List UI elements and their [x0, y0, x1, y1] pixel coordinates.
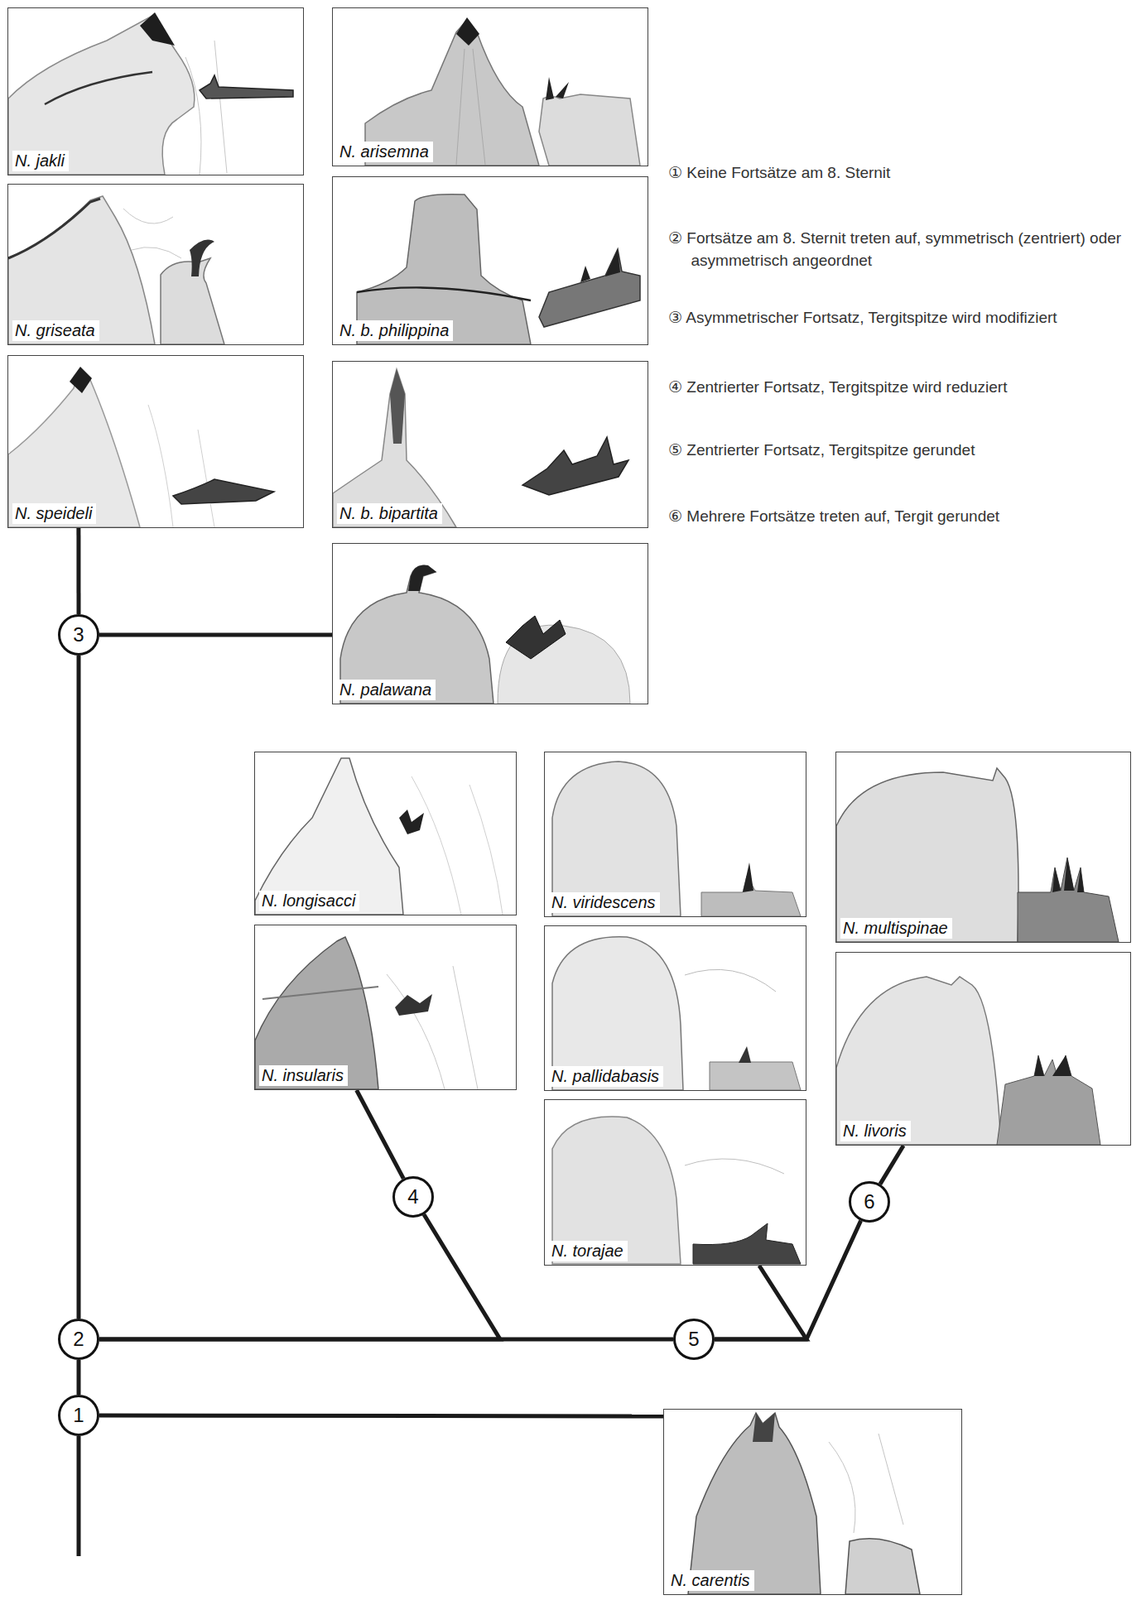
- tree-trunk: [77, 1436, 82, 1557]
- species-label: N. torajae: [548, 1241, 628, 1262]
- species-label: N. arisemna: [337, 141, 434, 163]
- species-label: N. livoris: [840, 1121, 911, 1142]
- specimen-panel: N. carentis: [663, 1409, 963, 1596]
- specimen-panel: N. longisacci: [254, 751, 517, 916]
- species-label: N. jakli: [12, 150, 69, 172]
- callout-number: 6: [863, 1191, 875, 1214]
- specimen-panel: N. b. bipartita: [332, 361, 649, 529]
- callout-number: 2: [72, 1328, 84, 1351]
- species-label: N. palawana: [337, 679, 436, 701]
- specimen-panel: N. jakli: [7, 7, 304, 176]
- tree-node-circle: 2: [57, 1319, 100, 1361]
- species-label: N. multispinae: [840, 918, 953, 939]
- genitalia-image: [836, 768, 1119, 943]
- legend-note: ① Keine Fortsätze am 8. Sternit: [668, 161, 1141, 184]
- genitalia-image: [332, 369, 629, 528]
- tree-branch: [99, 1415, 664, 1417]
- legend-note: ④ Zentrierter Fortsatz, Tergitspitze wir…: [668, 375, 1141, 399]
- tree-node-circle: 5: [673, 1319, 715, 1361]
- species-label: N. carentis: [668, 1570, 755, 1592]
- genitalia-image: [255, 937, 478, 1090]
- species-label: N. pallidabasis: [548, 1066, 664, 1088]
- legend-note: ② Fortsätze am 8. Sternit treten auf, sy…: [668, 226, 1141, 272]
- tree-branch: [99, 633, 333, 638]
- tree-node-circle: 6: [848, 1181, 891, 1223]
- genitalia-image: [8, 12, 294, 175]
- legend-note: ③ Asymmetrischer Fortsatz, Tergitspitze …: [668, 306, 1141, 329]
- tree-branch: [356, 1090, 405, 1180]
- genitalia-image: [8, 366, 275, 528]
- legend-layer: ① Keine Fortsätze am 8. Sternit② Fortsät…: [0, 0, 1141, 9]
- species-label: N. longisacci: [259, 890, 360, 912]
- genitalia-image: [255, 758, 503, 915]
- specimen-panel: N. torajae: [544, 1099, 807, 1267]
- specimen-panel: N. griseata: [7, 183, 304, 346]
- tree-node-circle: 4: [392, 1176, 434, 1219]
- specimen-panel: N. insularis: [254, 924, 517, 1091]
- tree-node-circle: 1: [57, 1395, 100, 1437]
- specimen-panel: N. palawana: [332, 543, 649, 705]
- species-label: N. b. bipartita: [337, 503, 443, 525]
- specimen-panel: N. multispinae: [835, 751, 1132, 944]
- tree-branch: [99, 1214, 501, 1340]
- genitalia-image: [836, 977, 1101, 1146]
- tree-branch: [880, 1145, 904, 1185]
- tree-branch: [77, 655, 82, 1320]
- tree-node-circle: 3: [57, 614, 100, 656]
- species-label: N. b. philippina: [337, 320, 453, 342]
- species-label: N. speideli: [12, 503, 97, 525]
- tree-branch: [714, 1266, 807, 1340]
- specimen-panel: N. viridescens: [544, 751, 807, 918]
- callout-number: 4: [407, 1186, 419, 1209]
- species-label: N. insularis: [259, 1065, 348, 1087]
- species-label: N. viridescens: [548, 892, 660, 914]
- legend-note: ⑥ Mehrere Fortsätze treten auf, Tergit g…: [668, 505, 1141, 528]
- genitalia-image: [688, 1413, 920, 1595]
- species-label: N. griseata: [12, 320, 100, 342]
- specimen-panel: N. livoris: [835, 952, 1132, 1146]
- genitalia-image: [8, 196, 225, 345]
- callout-number: 5: [688, 1328, 699, 1351]
- tree-branch: [76, 528, 81, 615]
- tree-branch: [99, 1338, 674, 1343]
- specimen-panel: N. b. philippina: [332, 176, 649, 346]
- tree-branch: [714, 1221, 862, 1340]
- callout-number: 3: [72, 624, 84, 646]
- callout-number: 1: [72, 1405, 84, 1427]
- specimen-panel: N. pallidabasis: [544, 925, 807, 1092]
- specimen-panel: N. arisemna: [332, 7, 649, 167]
- legend-note: ⑤ Zentrierter Fortsatz, Tergitspitze ger…: [668, 438, 1141, 462]
- tree-branch: [77, 1360, 82, 1396]
- specimen-panel: N. speideli: [7, 355, 304, 529]
